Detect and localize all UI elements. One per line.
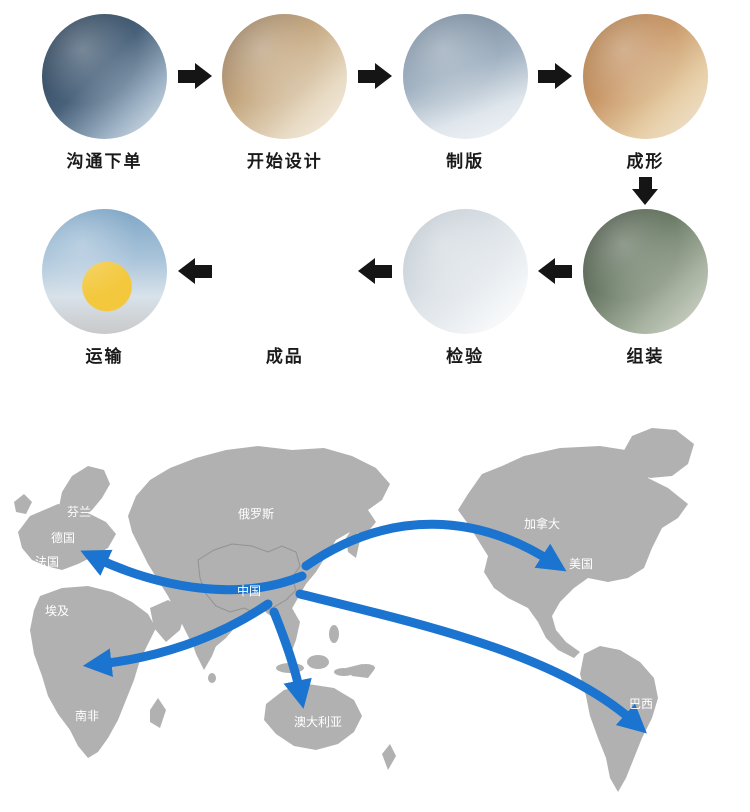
truck-photo xyxy=(42,209,167,334)
map-label-usa: 美国 xyxy=(568,557,594,571)
left-arrow-icon xyxy=(177,258,212,284)
right-arrow-icon xyxy=(538,63,573,89)
right-arrow-icon xyxy=(177,63,212,89)
map-label-australia: 澳大利亚 xyxy=(293,715,343,729)
step-label: 运输 xyxy=(85,347,124,367)
process-row-1: 沟通下单 开始设计 制版 成形 xyxy=(0,14,750,173)
map-label-france: 法国 xyxy=(34,555,60,569)
step-label: 成形 xyxy=(626,152,665,172)
map-label-brazil: 巴西 xyxy=(628,697,654,711)
process-row-2: 运输 成品 检验 组装 xyxy=(0,209,750,368)
step-platemaking: 制版 xyxy=(402,14,528,173)
map-label-egypt: 埃及 xyxy=(44,604,70,618)
step-label: 制版 xyxy=(446,152,485,172)
assembly-photo xyxy=(582,209,708,334)
down-arrow-icon xyxy=(632,177,658,205)
step-finished-product: 成品 xyxy=(222,209,348,368)
step-inspection: 检验 xyxy=(402,209,528,368)
route-china-to-brazil-arrow xyxy=(295,589,647,734)
right-arrow-icon xyxy=(357,63,392,89)
process-flow: 沟通下单 开始设计 制版 成形 运输 xyxy=(0,0,750,368)
step-label: 开始设计 xyxy=(246,152,323,172)
step-shipping: 运输 xyxy=(42,209,167,368)
left-arrow-icon xyxy=(357,258,392,284)
map-label-germany: 德国 xyxy=(50,531,76,545)
step-label: 沟通下单 xyxy=(66,152,143,172)
handshake-photo xyxy=(42,14,167,139)
inspection-photo xyxy=(402,209,528,334)
map-label-china: 中国 xyxy=(236,584,262,598)
map-label-canada: 加拿大 xyxy=(523,517,561,531)
map-label-southafrica: 南非 xyxy=(74,709,100,723)
map-label-russia: 俄罗斯 xyxy=(237,507,275,521)
step-label: 检验 xyxy=(446,347,485,367)
export-map: 芬兰 德国 法国 埃及 南非 俄罗斯 中国 加拿大 美国 澳大利亚 巴西 xyxy=(0,416,750,812)
world-map-svg xyxy=(14,428,694,792)
route-china-to-africa-arrow xyxy=(82,599,273,678)
step-label: 成品 xyxy=(265,347,304,367)
export-routes xyxy=(80,519,647,734)
route-china-to-usa-arrow xyxy=(301,519,567,572)
route-china-to-australia-arrow xyxy=(269,607,312,709)
route-china-to-europe-arrow xyxy=(80,549,307,595)
wood-forming-photo xyxy=(582,14,708,139)
gift-box-photo xyxy=(222,209,348,334)
step-order: 沟通下单 xyxy=(42,14,167,173)
step-assembly: 组装 xyxy=(582,209,708,368)
china-region xyxy=(197,543,301,615)
design-sketch-photo xyxy=(222,14,348,139)
left-arrow-icon xyxy=(538,258,573,284)
step-forming: 成形 xyxy=(582,14,708,173)
sewing-machine-photo xyxy=(402,14,528,139)
step-design: 开始设计 xyxy=(222,14,348,173)
step-label: 组装 xyxy=(626,347,665,367)
row-connector xyxy=(0,173,750,209)
map-label-finland: 芬兰 xyxy=(66,505,92,519)
